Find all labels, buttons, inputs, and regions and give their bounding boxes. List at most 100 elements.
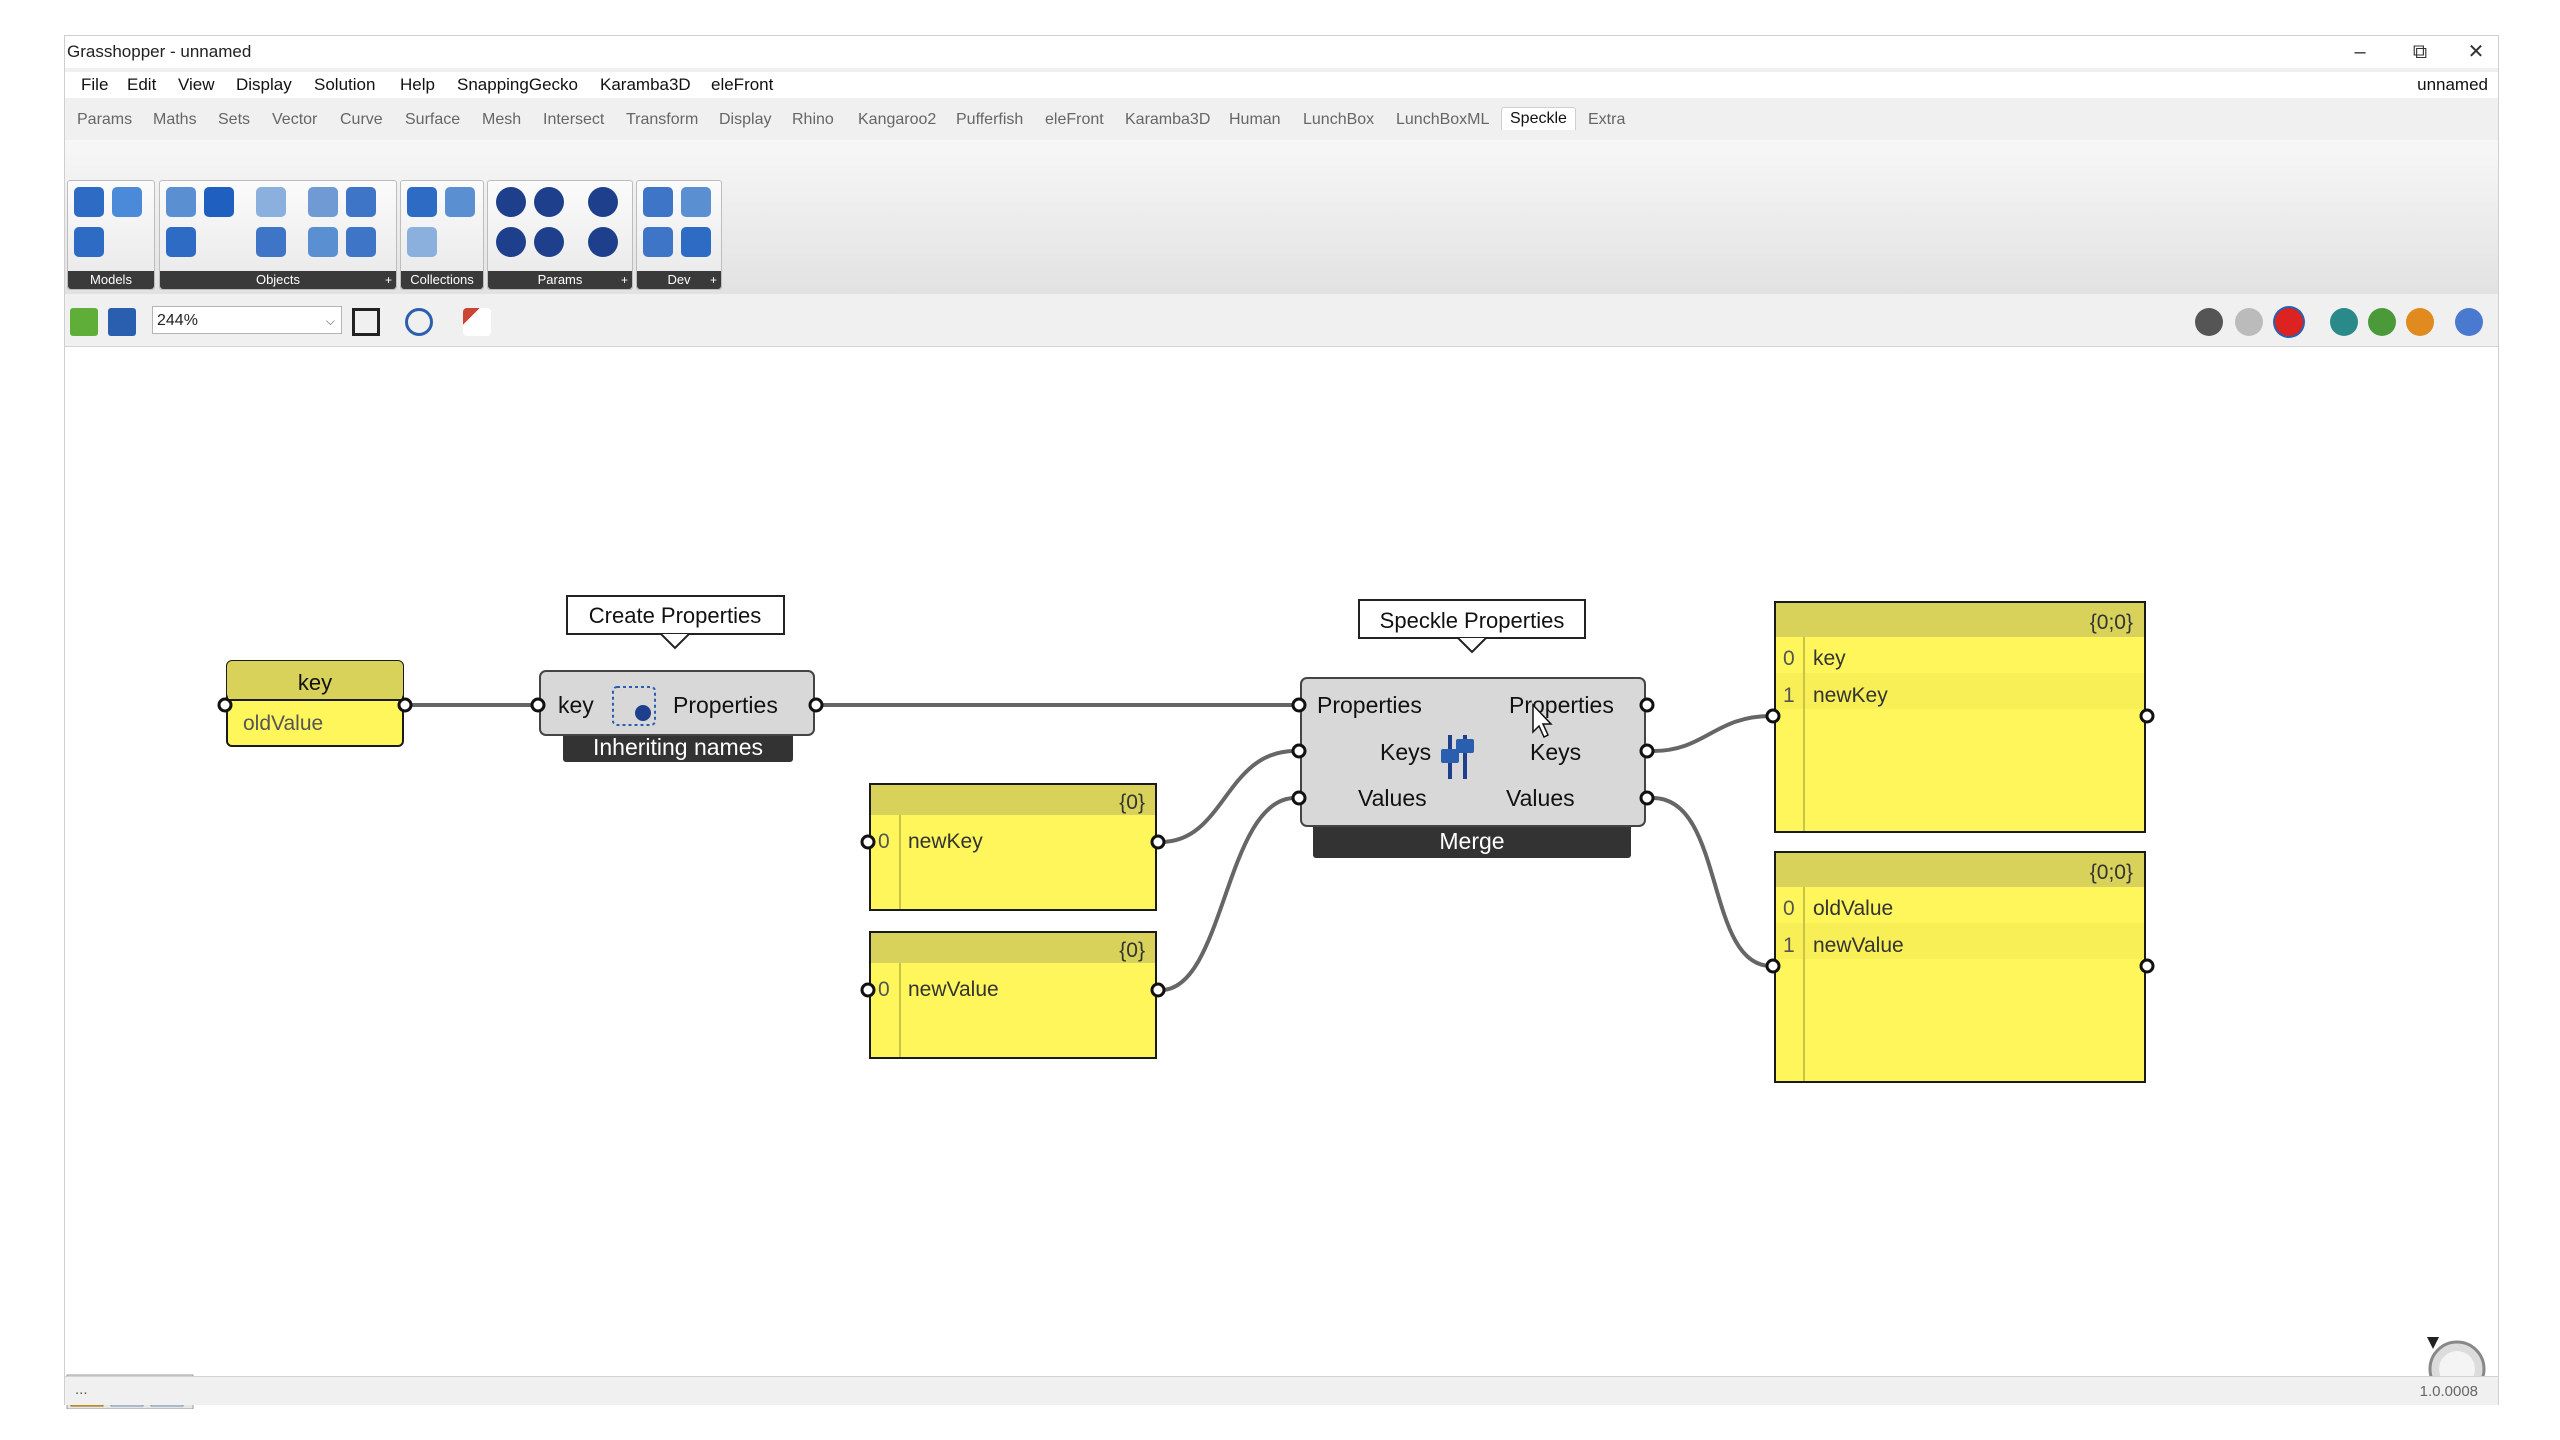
menu-elefront[interactable]: eleFront xyxy=(711,75,774,94)
tab-maths[interactable]: Maths xyxy=(153,111,197,128)
panel-params: Params+ xyxy=(487,180,633,290)
object-create-icon[interactable] xyxy=(166,187,196,217)
open-file-icon[interactable] xyxy=(70,308,98,336)
output-grip-keys[interactable] xyxy=(1639,743,1655,759)
zoom-extents-icon[interactable] xyxy=(352,308,380,336)
preview-selected-icon[interactable] xyxy=(2330,308,2358,336)
output-grip[interactable] xyxy=(808,697,824,713)
menu-snappinggecko[interactable]: SnappingGecko xyxy=(457,75,578,94)
tab-lunchbox[interactable]: LunchBox xyxy=(1303,111,1375,128)
restore-button[interactable]: ⧉ xyxy=(2412,41,2428,63)
input-grip[interactable] xyxy=(860,834,876,850)
param-hex-2-icon[interactable] xyxy=(534,187,564,217)
tab-sets[interactable]: Sets xyxy=(218,111,251,128)
panel-values-output[interactable]: {0;0} 0 oldValue 1 newValue xyxy=(1765,851,2155,1083)
cube-icon[interactable] xyxy=(204,187,234,217)
preview-orange-icon[interactable] xyxy=(2406,308,2434,336)
param-hex-1-icon[interactable] xyxy=(496,187,526,217)
display-shaded-icon[interactable] xyxy=(2275,308,2303,336)
panel-newvalue[interactable]: {0} 0 newValue xyxy=(860,931,1166,1059)
dev-receive-icon[interactable] xyxy=(643,227,673,257)
menu-file[interactable]: File xyxy=(81,75,109,94)
close-button[interactable]: ✕ xyxy=(2467,41,2485,63)
panel-keys-output[interactable]: {0;0} 0 key 1 newKey xyxy=(1765,601,2155,833)
grasshopper-canvas[interactable]: key oldValue Create Properties key Prope… xyxy=(65,347,2498,1409)
input-grip[interactable] xyxy=(530,697,546,713)
output-grip-properties[interactable] xyxy=(1639,697,1655,713)
input-grip-values[interactable] xyxy=(1291,790,1307,806)
key-oldvalue-param[interactable]: key oldValue xyxy=(217,660,413,747)
collection-create-icon[interactable] xyxy=(407,187,437,217)
param-hex-3-icon[interactable] xyxy=(588,187,618,217)
input-grip[interactable] xyxy=(1765,958,1781,974)
object-grid-icon[interactable] xyxy=(308,187,338,217)
tab-pufferfish[interactable]: Pufferfish xyxy=(956,111,1024,128)
tab-transform[interactable]: Transform xyxy=(626,111,699,128)
tab-params[interactable]: Params xyxy=(77,111,133,128)
tab-lunchboxml[interactable]: LunchBoxML xyxy=(1396,111,1490,128)
model-icon[interactable] xyxy=(112,187,142,217)
tab-mesh[interactable]: Mesh xyxy=(482,111,522,128)
tab-curve[interactable]: Curve xyxy=(340,111,383,128)
panel-row-index: 1 xyxy=(1783,934,1795,957)
dev-object-icon[interactable] xyxy=(681,227,711,257)
tab-speckle[interactable]: Speckle xyxy=(1501,107,1576,130)
output-grip[interactable] xyxy=(1150,982,1166,998)
object-props-icon[interactable] xyxy=(308,227,338,257)
tab-karamba3d[interactable]: Karamba3D xyxy=(1125,111,1211,128)
output-grip[interactable] xyxy=(2139,958,2155,974)
tab-extra[interactable]: Extra xyxy=(1588,111,1626,128)
input-grip[interactable] xyxy=(860,982,876,998)
input-grip-keys[interactable] xyxy=(1291,743,1307,759)
object-expand-icon[interactable] xyxy=(166,227,196,257)
tab-surface[interactable]: Surface xyxy=(405,111,461,128)
input-grip[interactable] xyxy=(1765,708,1781,724)
menu-edit[interactable]: Edit xyxy=(127,75,157,94)
collection-deconstruct-icon[interactable] xyxy=(445,187,475,217)
preview-eye-icon[interactable] xyxy=(405,308,433,336)
tab-rhino[interactable]: Rhino xyxy=(792,111,834,128)
input-grip-properties[interactable] xyxy=(1291,697,1307,713)
sketch-pen-icon[interactable] xyxy=(463,308,491,336)
zoom-dropdown[interactable]: 244%⌵ xyxy=(152,306,342,334)
tab-vector[interactable]: Vector xyxy=(272,111,318,128)
render-sphere-icon[interactable] xyxy=(2455,308,2483,336)
input-grip[interactable] xyxy=(217,697,233,713)
save-file-icon[interactable] xyxy=(108,308,136,336)
menu-solution[interactable]: Solution xyxy=(314,75,376,94)
dev-tree-icon[interactable] xyxy=(681,187,711,217)
menu-help[interactable]: Help xyxy=(400,75,435,94)
wires xyxy=(405,703,1772,992)
tab-kangaroo2[interactable]: Kangaroo2 xyxy=(858,111,937,128)
tab-display[interactable]: Display xyxy=(719,111,772,128)
display-wire-icon[interactable] xyxy=(2195,308,2223,336)
menu-display[interactable]: Display xyxy=(236,75,292,94)
param-hex-4-icon[interactable] xyxy=(496,227,526,257)
menu-view[interactable]: View xyxy=(178,75,215,94)
param-hex-5-icon[interactable] xyxy=(534,227,564,257)
create-properties-component[interactable]: key Properties Inheriting names xyxy=(530,670,824,762)
panel-newkey[interactable]: {0} 0 newKey xyxy=(860,783,1166,911)
menu-karamba3d[interactable]: Karamba3D xyxy=(600,75,691,94)
properties-slider-icon[interactable] xyxy=(346,227,376,257)
panel-path: {0} xyxy=(1119,791,1145,814)
collection-query-icon[interactable] xyxy=(407,227,437,257)
tab-elefront[interactable]: eleFront xyxy=(1045,111,1104,128)
tab-intersect[interactable]: Intersect xyxy=(543,111,605,128)
param-hex-6-icon[interactable] xyxy=(588,227,618,257)
receive-icon[interactable] xyxy=(74,187,104,217)
output-grip[interactable] xyxy=(397,697,413,713)
preview-green-icon[interactable] xyxy=(2368,308,2396,336)
output-grip-values[interactable] xyxy=(1639,790,1655,806)
output-grip[interactable] xyxy=(2139,708,2155,724)
query-icon[interactable] xyxy=(346,187,376,217)
output-grip[interactable] xyxy=(1150,834,1166,850)
dev-send-icon[interactable] xyxy=(643,187,673,217)
speckle-properties-component[interactable]: Properties Keys Values Properties Keys V… xyxy=(1291,677,1655,858)
object-deconstruct-icon[interactable] xyxy=(256,187,286,217)
object-filter-icon[interactable] xyxy=(256,227,286,257)
display-mesh-icon[interactable] xyxy=(2235,308,2263,336)
minimize-button[interactable]: – xyxy=(2354,41,2366,63)
send-icon[interactable] xyxy=(74,227,104,257)
tab-human[interactable]: Human xyxy=(1229,111,1281,128)
